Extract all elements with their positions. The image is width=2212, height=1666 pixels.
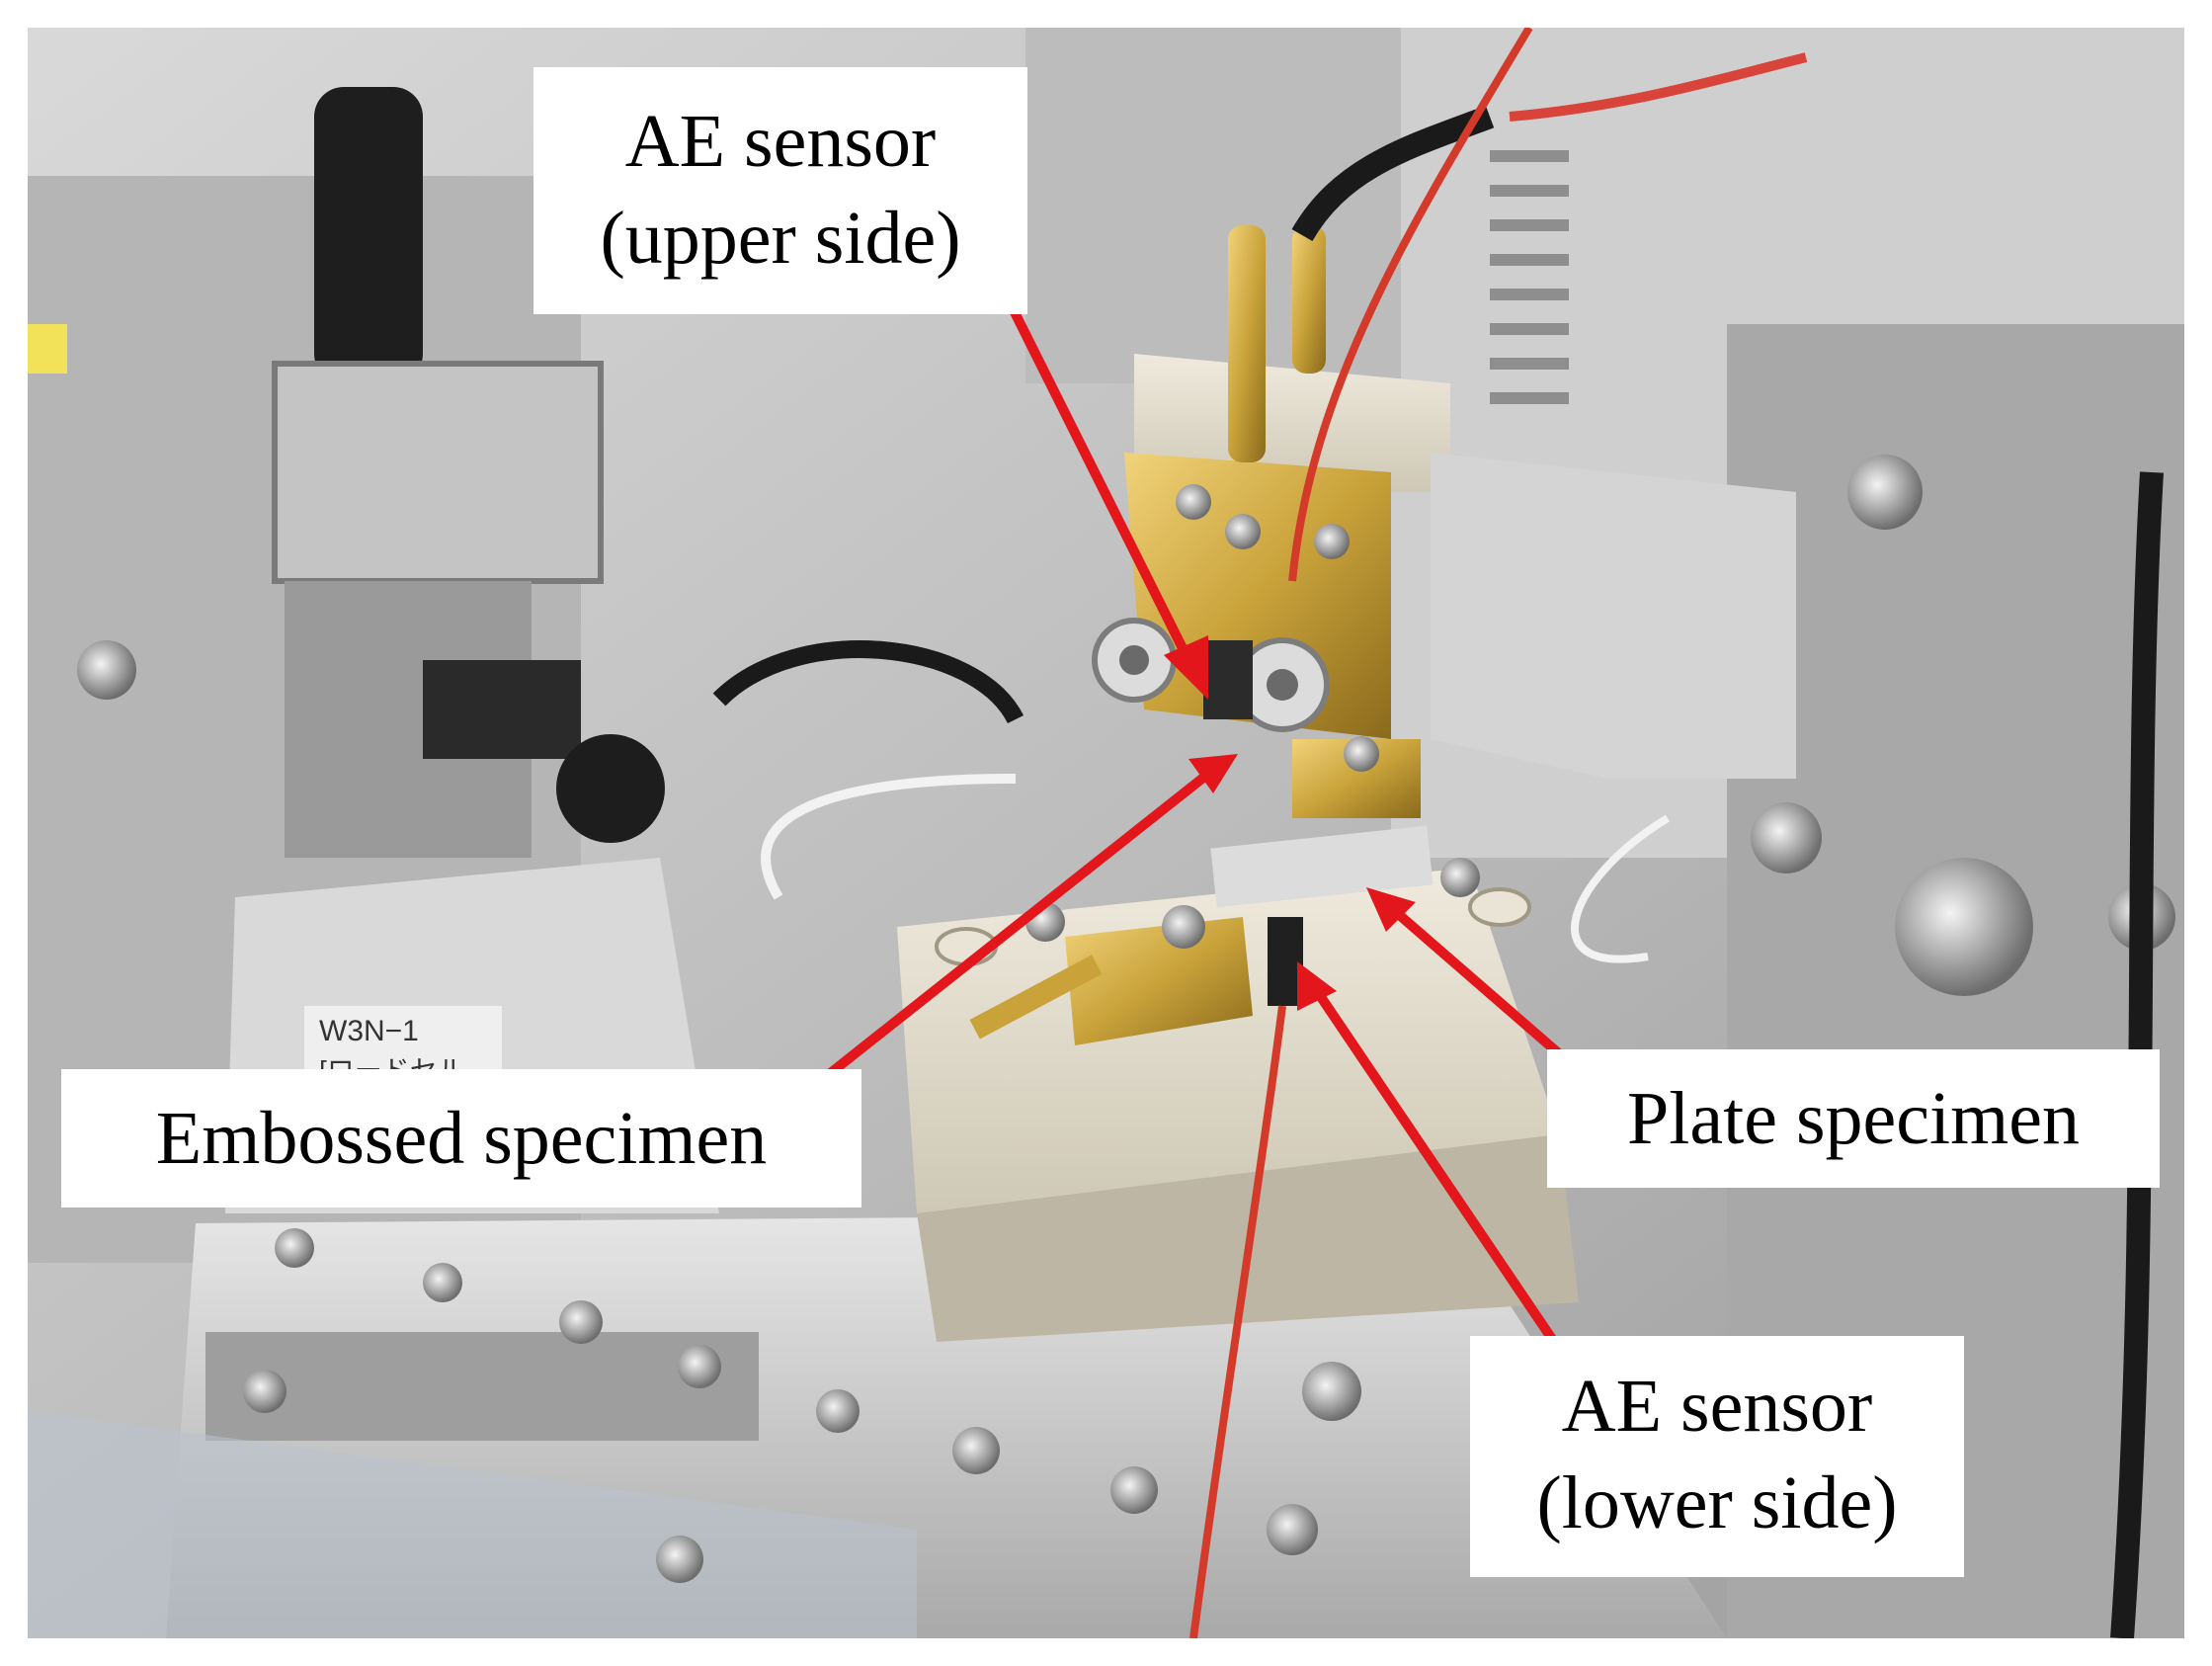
label-ae-sensor-upper: AE sensor (upper side) xyxy=(533,67,1027,314)
lower-red-wire xyxy=(1189,1005,1286,1638)
label-ae-upper-line2: (upper side) xyxy=(600,197,961,280)
arrow-ae-upper xyxy=(1001,292,1193,663)
label-embossed-specimen: Embossed specimen xyxy=(61,1069,861,1208)
platform-holes xyxy=(935,858,1531,966)
upper-ae-sensor xyxy=(1203,640,1253,719)
plastic-cover xyxy=(28,1411,917,1638)
white-wire-right xyxy=(1571,814,1671,963)
label-plate-specimen: Plate specimen xyxy=(1547,1049,2160,1188)
right-black-cable xyxy=(2110,471,2164,1638)
knurled-knobs xyxy=(1092,618,1330,732)
connector-cable xyxy=(314,87,423,383)
load-cell-model-text: W3N−1 xyxy=(319,1015,419,1047)
arrow-plate xyxy=(1392,908,1588,1079)
label-ae-lower-line1: AE sensor xyxy=(1561,1365,1873,1448)
ceramic-platform xyxy=(897,868,1559,1213)
label-ae-lower-line2: (lower side) xyxy=(1536,1461,1898,1544)
gold-connector-rod xyxy=(1228,225,1266,462)
connector-shell xyxy=(272,361,604,584)
aluminum-wedge xyxy=(1431,453,1796,779)
arrow-ae-lower xyxy=(1312,988,1559,1345)
white-wire xyxy=(761,774,1017,900)
plate-specimen xyxy=(1210,825,1434,908)
black-cable xyxy=(712,640,1024,724)
upper-red-wire xyxy=(1288,28,1533,582)
connector-port xyxy=(423,660,581,759)
arrow-embossed xyxy=(824,770,1212,1079)
yellow-tag xyxy=(28,324,67,374)
upper-black-cable xyxy=(1291,105,1495,242)
lower-brass-holder xyxy=(1065,917,1253,1045)
spring xyxy=(1490,150,1569,404)
black-knob xyxy=(556,734,665,843)
label-ae-sensor-lower: AE sensor (lower side) xyxy=(1470,1336,1964,1577)
rail-strip xyxy=(205,1332,759,1441)
annotation-arrows xyxy=(824,292,1588,1345)
upper-screws xyxy=(1176,484,1379,772)
rail-screws xyxy=(243,1198,1535,1583)
upper-red-wire-2 xyxy=(1509,52,1808,122)
test-apparatus-photo: W3N−1 [ロードセル xyxy=(28,28,2184,1638)
lower-brass-rod xyxy=(969,955,1103,1040)
label-ae-upper-line1: AE sensor xyxy=(624,100,937,183)
gold-connector-rod-2 xyxy=(1292,225,1326,374)
upper-ceramic-block xyxy=(1134,354,1450,492)
top-center-panel xyxy=(1025,28,1401,383)
